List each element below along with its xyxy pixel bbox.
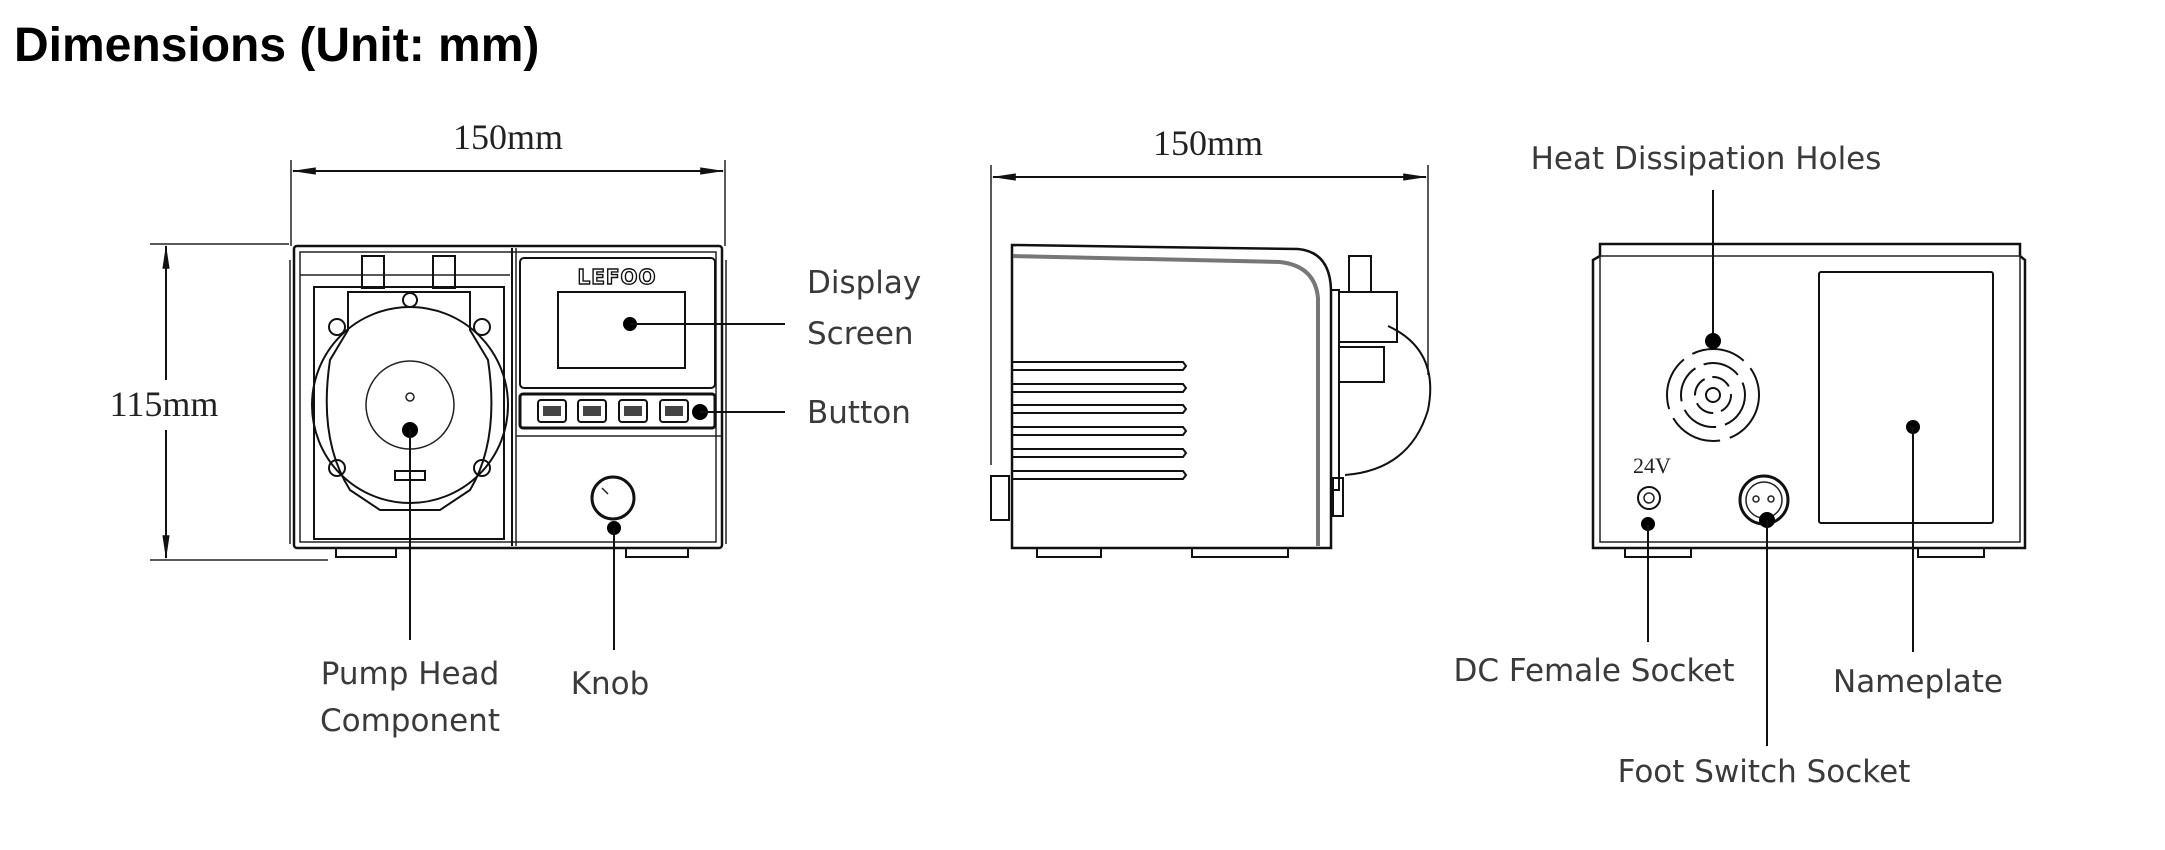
- label-knob: Knob: [571, 666, 650, 702]
- label-pump-head-1: Pump Head: [321, 656, 500, 692]
- front-width-text: 150mm: [453, 117, 563, 157]
- knob[interactable]: [590, 475, 636, 521]
- voltage-marking: 24V: [1633, 453, 1671, 478]
- label-nameplate: Nameplate: [1833, 664, 2003, 700]
- back-view: 24V Heat Dissipation Holes DC Female Soc…: [1453, 141, 2027, 790]
- label-dc-female-socket: DC Female Socket: [1453, 653, 1734, 689]
- panel-button-3[interactable]: [618, 399, 648, 423]
- label-pump-head-2: Component: [320, 703, 500, 739]
- side-view: 150mm: [990, 123, 1432, 558]
- panel-button-2[interactable]: [577, 399, 607, 423]
- side-depth-dimension: 150mm: [990, 123, 1429, 465]
- front-height-text: 115mm: [110, 384, 219, 424]
- display-screen: [557, 291, 686, 369]
- front-view: 150mm 115mm: [110, 117, 922, 739]
- label-foot-switch-socket: Foot Switch Socket: [1618, 754, 1911, 790]
- brand-logo: LEFOO: [577, 265, 656, 289]
- label-display-screen-1: Display: [807, 265, 921, 301]
- side-vents: [1012, 361, 1188, 480]
- panel-button-1[interactable]: [537, 399, 567, 423]
- front-height-dimension: 115mm: [110, 243, 328, 561]
- dc-female-socket[interactable]: [1637, 486, 1661, 510]
- front-callouts: [402, 317, 785, 650]
- back-callouts: [1641, 190, 1920, 746]
- side-depth-text: 150mm: [1153, 123, 1263, 163]
- front-width-dimension: 150mm: [290, 117, 726, 246]
- page-title: Dimensions (Unit: mm): [14, 19, 540, 72]
- label-display-screen-2: Screen: [807, 316, 914, 352]
- heat-dissipation-holes: [1666, 348, 1760, 442]
- button-row: [537, 399, 689, 423]
- label-button: Button: [807, 395, 911, 431]
- label-heat-dissipation-holes: Heat Dissipation Holes: [1531, 141, 1882, 177]
- control-panel: LEFOO: [516, 257, 722, 521]
- panel-button-4[interactable]: [659, 399, 689, 423]
- nameplate: [1818, 271, 1994, 524]
